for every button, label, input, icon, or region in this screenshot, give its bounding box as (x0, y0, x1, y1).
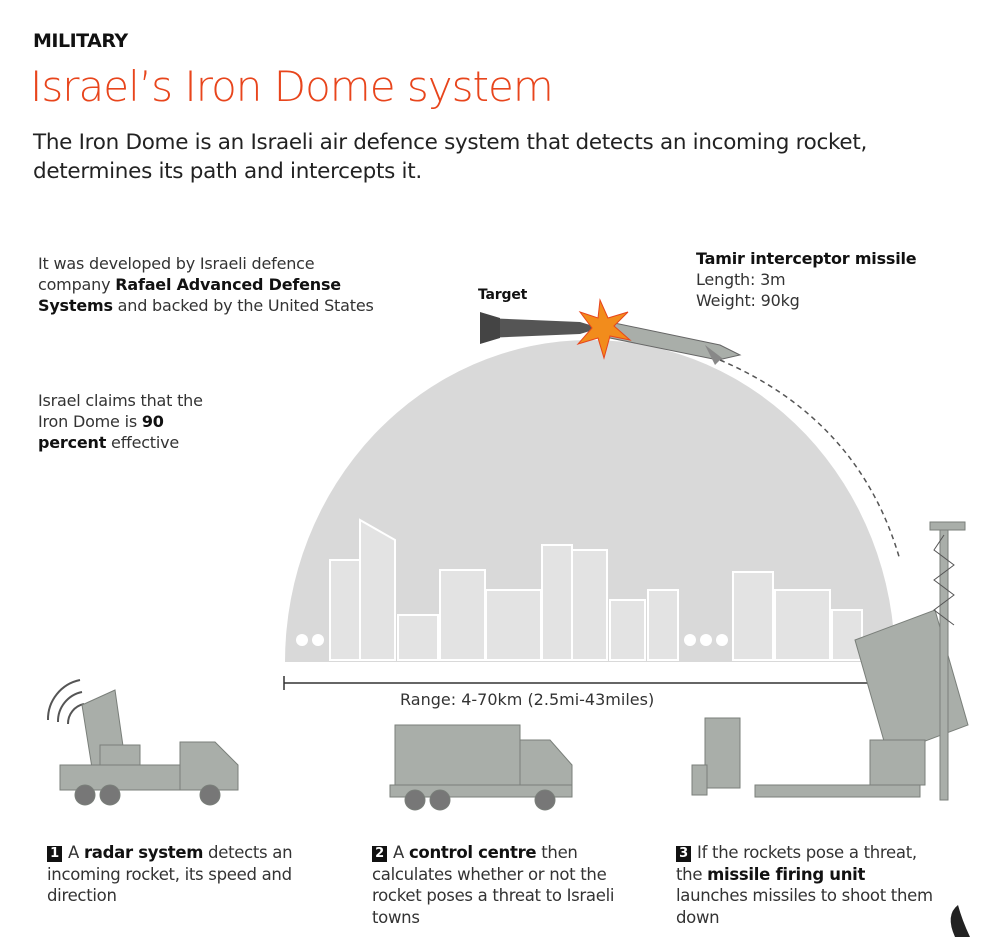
missile-launcher-icon (691, 521, 969, 801)
page-title: Israel’s Iron Dome system (30, 62, 554, 111)
control-centre-truck-icon (389, 724, 573, 811)
step-number: 1 (47, 846, 62, 862)
effectiveness-note: Israel claims that the Iron Dome is 90 p… (38, 391, 203, 452)
target-rocket (480, 312, 600, 344)
target-label: Target (478, 287, 528, 303)
radar-truck-icon (46, 679, 239, 806)
city-skyline (329, 518, 863, 661)
logo-icon (950, 905, 970, 937)
lede: The Iron Dome is an Israeli air defence … (33, 130, 868, 184)
step-number: 3 (676, 846, 691, 862)
missile-specs: Tamir interceptor missile Length: 3m Wei… (696, 248, 956, 311)
missile-name: Tamir interceptor missile (696, 249, 917, 268)
trees (296, 634, 728, 646)
step-number: 2 (372, 846, 387, 862)
missile-length: Length: 3m (696, 270, 786, 289)
section-kicker: MILITARY (33, 30, 128, 52)
developer-note: It was developed by Israeli defence comp… (38, 254, 374, 315)
explosion-icon (576, 298, 632, 360)
range-label: Range: 4-70km (2.5mi-43miles) (400, 690, 655, 709)
missile-trajectory (719, 359, 901, 561)
missile-weight: Weight: 90kg (696, 291, 800, 310)
